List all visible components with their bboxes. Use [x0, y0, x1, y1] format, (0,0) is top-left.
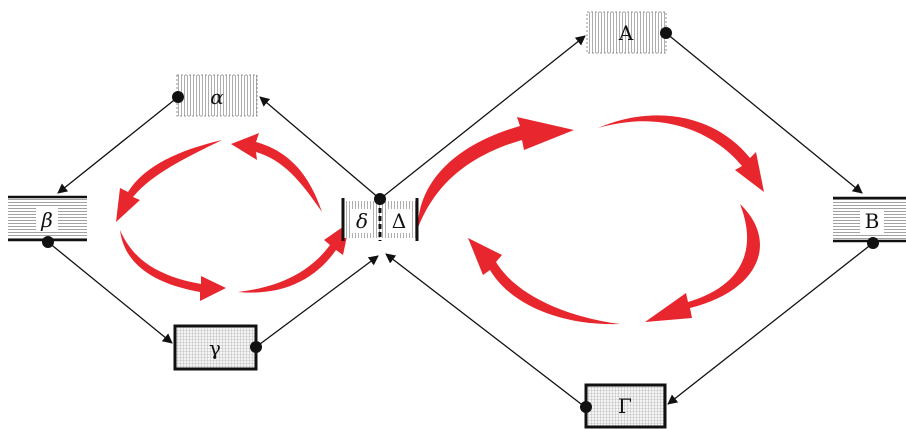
node-alpha-label: α [210, 85, 224, 109]
node-gamma: γ [173, 324, 262, 371]
node-gamma-box [173, 324, 258, 371]
right-cycle-arrow-bottom [468, 238, 620, 325]
node-delta-small-label: δ [356, 209, 368, 233]
node-Gamma-box [584, 383, 667, 429]
left-cycle-arrow-lower-right [238, 222, 350, 293]
node-B-port [867, 237, 879, 249]
connector-delta-to-A [379, 35, 586, 200]
connector-A-to-B [665, 32, 863, 194]
node-gamma-label: γ [209, 336, 221, 360]
connector-Gamma-to-delta [385, 253, 586, 408]
right-cycle-arrow-right-down [645, 204, 760, 322]
node-Gamma: Γ [580, 383, 667, 429]
node-gamma-port [250, 341, 262, 353]
left-cycle-arrow-lower-left [120, 230, 226, 301]
node-beta: β [8, 195, 87, 248]
node-Gamma-label: Γ [618, 394, 632, 418]
connector-gamma-to-delta [255, 255, 379, 348]
right-cycle-arrows [418, 115, 764, 325]
node-B: B [833, 196, 906, 249]
node-delta-port [374, 193, 386, 205]
node-beta-port [42, 236, 54, 248]
node-A: A [586, 11, 672, 54]
right-cycle-arrow-top [598, 115, 764, 192]
left-cycle-arrow-upper-left [116, 140, 222, 222]
node-delta-cap-label: Δ [392, 209, 406, 233]
node-B-label: B [865, 209, 880, 233]
node-beta-label: β [40, 208, 53, 232]
left-cycle-arrow-top [231, 133, 322, 212]
right-cycle-arrow-left-up [418, 117, 574, 228]
connector-beta-to-gamma [47, 241, 173, 344]
connectors [47, 32, 874, 408]
node-alpha-port [172, 91, 184, 103]
node-alpha: α [172, 74, 258, 117]
node-Gamma-port [580, 401, 592, 413]
node-A-port [660, 27, 672, 39]
node-A-box [586, 11, 667, 54]
node-A-label: A [618, 21, 634, 45]
connector-alpha-to-beta [57, 96, 179, 194]
left-cycle-arrows [116, 133, 350, 301]
node-delta-center: δ Δ [341, 193, 419, 241]
connector-delta-to-alpha [259, 96, 381, 200]
connector-B-to-Gamma [667, 242, 874, 405]
